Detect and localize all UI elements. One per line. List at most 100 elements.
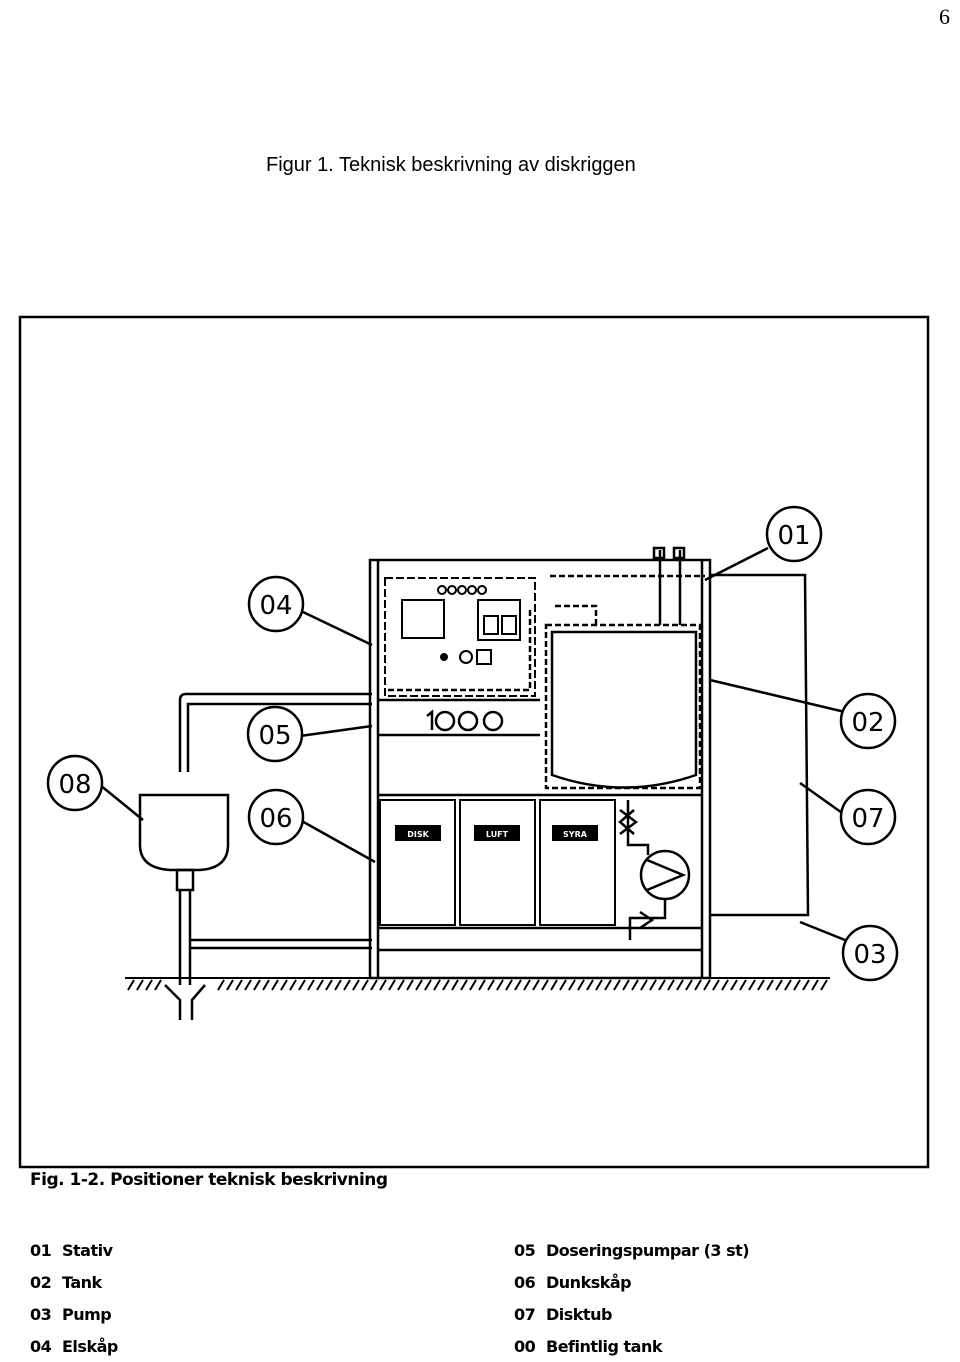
callout-01: 01 xyxy=(765,505,823,563)
hatch-stroke xyxy=(694,979,702,991)
legend-label: Stativ xyxy=(62,1240,113,1260)
legend-label: Doseringspumpar (3 st) xyxy=(546,1240,750,1260)
hatch-stroke xyxy=(226,979,234,991)
page-number: 6 xyxy=(939,4,950,29)
hatch-stroke xyxy=(397,979,405,991)
hatch-stroke xyxy=(433,979,441,991)
hatch-stroke xyxy=(622,979,630,991)
hatch-stroke xyxy=(487,979,495,991)
hatch-stroke xyxy=(595,979,603,991)
hatch-stroke xyxy=(559,979,567,991)
hatch-stroke xyxy=(775,979,783,991)
hatch-stroke xyxy=(280,979,288,991)
hatch-stroke xyxy=(496,979,504,991)
hatch-stroke xyxy=(379,979,387,991)
canister-cabinet xyxy=(379,799,616,926)
legend-number: 03 xyxy=(30,1304,52,1324)
legend-item: 06 Dunkskåp xyxy=(514,1266,749,1298)
svg-text:01: 01 xyxy=(777,521,810,551)
callout-07: 07 xyxy=(839,788,897,846)
hatch-stroke xyxy=(820,979,828,991)
ground-hatch xyxy=(127,979,828,991)
hatch-stroke xyxy=(793,979,801,991)
svg-text:06: 06 xyxy=(259,804,292,834)
hatch-stroke xyxy=(460,979,468,991)
hatch-stroke xyxy=(424,979,432,991)
hatch-stroke xyxy=(532,979,540,991)
svg-text:04: 04 xyxy=(259,591,292,621)
hatch-stroke xyxy=(388,979,396,991)
hatch-stroke xyxy=(757,979,765,991)
hatch-stroke xyxy=(154,979,162,991)
leader-lines xyxy=(99,546,851,944)
hatch-stroke xyxy=(253,979,261,991)
hatch-stroke xyxy=(766,979,774,991)
hatch-stroke xyxy=(730,979,738,991)
hatch-stroke xyxy=(514,979,522,991)
existing-tank xyxy=(138,692,372,1020)
hatch-stroke xyxy=(703,979,711,991)
callout-08: 08 xyxy=(46,754,104,812)
legend-label: Disktub xyxy=(546,1304,612,1324)
hatch-stroke xyxy=(289,979,297,991)
hatch-stroke xyxy=(712,979,720,991)
pump xyxy=(618,800,691,940)
hatch-stroke xyxy=(658,979,666,991)
hatch-stroke xyxy=(721,979,729,991)
legend-label: Elskåp xyxy=(62,1336,118,1356)
hatch-stroke xyxy=(343,979,351,991)
hatch-stroke xyxy=(244,979,252,991)
callout-05: 05 xyxy=(246,705,304,763)
technical-diagram: DISK LUFT SYRA 01 02 03 04 xyxy=(18,315,930,1169)
legend-label: Dunkskåp xyxy=(546,1272,632,1292)
hatch-stroke xyxy=(676,979,684,991)
callout-02: 02 xyxy=(839,692,897,750)
hatch-stroke xyxy=(631,979,639,991)
hatch-stroke xyxy=(145,979,153,991)
svg-text:05: 05 xyxy=(258,721,291,751)
legend-item: 02 Tank xyxy=(30,1266,118,1298)
hatch-stroke xyxy=(451,979,459,991)
legend-item: 07 Disktub xyxy=(514,1298,749,1330)
hatch-stroke xyxy=(604,979,612,991)
svg-text:07: 07 xyxy=(851,804,884,834)
hatch-stroke xyxy=(442,979,450,991)
legend-item: 03 Pump xyxy=(30,1298,118,1330)
hatch-stroke xyxy=(523,979,531,991)
legend-column-right: 05 Doseringspumpar (3 st) 06 Dunkskåp 07… xyxy=(514,1234,750,1362)
hatch-stroke xyxy=(505,979,513,991)
legend-label: Tank xyxy=(62,1272,102,1292)
hatch-stroke xyxy=(748,979,756,991)
svg-text:03: 03 xyxy=(853,940,886,970)
hatch-stroke xyxy=(136,979,144,991)
hatch-stroke xyxy=(334,979,342,991)
tank xyxy=(385,546,705,790)
panel-label-luft: LUFT xyxy=(486,830,509,839)
dosing-pumps xyxy=(426,709,504,732)
hatch-stroke xyxy=(316,979,324,991)
legend-number: 07 xyxy=(514,1304,536,1324)
panel-label-disk: DISK xyxy=(407,830,429,839)
hatch-stroke xyxy=(298,979,306,991)
legend-number: 06 xyxy=(514,1272,536,1292)
hatch-stroke xyxy=(541,979,549,991)
hatch-stroke xyxy=(370,979,378,991)
diagram-frame xyxy=(18,315,930,1169)
legend-number: 05 xyxy=(514,1240,536,1260)
hatch-stroke xyxy=(415,979,423,991)
callout-04: 04 xyxy=(247,575,305,633)
hatch-stroke xyxy=(325,979,333,991)
callout-03: 03 xyxy=(841,924,899,982)
hatch-stroke xyxy=(649,979,657,991)
callout-06: 06 xyxy=(247,788,305,846)
legend-number: 00 xyxy=(514,1336,536,1356)
electrical-cabinet xyxy=(384,577,536,697)
hatch-stroke xyxy=(469,979,477,991)
svg-text:02: 02 xyxy=(851,708,884,738)
hatch-stroke xyxy=(550,979,558,991)
hatch-stroke xyxy=(568,979,576,991)
stand-frame xyxy=(368,558,810,980)
hatch-stroke xyxy=(613,979,621,991)
hatch-stroke xyxy=(784,979,792,991)
figure-caption: Fig. 1-2. Positioner teknisk beskrivning xyxy=(30,1170,388,1190)
